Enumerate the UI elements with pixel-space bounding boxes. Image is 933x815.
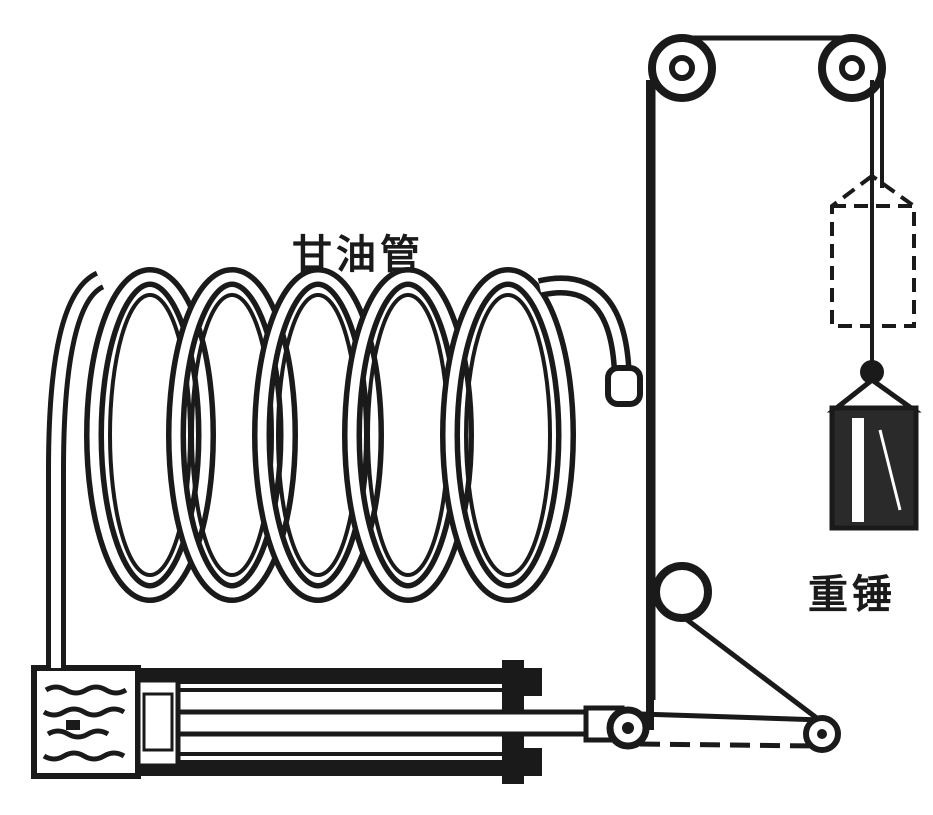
glycerin-pipe-label: 甘油管 <box>292 231 424 278</box>
lever-linkage <box>606 706 841 753</box>
pulley-lower <box>652 562 712 622</box>
pulley-top-left <box>648 34 716 102</box>
weight-ghost-outline <box>830 173 916 328</box>
heavy-weight <box>826 360 922 531</box>
coiled-pipe <box>46 267 632 668</box>
glycerin-chamber <box>31 665 141 779</box>
rope <box>652 35 884 724</box>
hydraulic-cylinder <box>132 660 542 784</box>
piston <box>135 677 181 769</box>
heavy-weight-label: 重锤 <box>808 571 896 618</box>
piston-rod <box>175 705 625 743</box>
pipe-end-cap <box>605 365 643 407</box>
